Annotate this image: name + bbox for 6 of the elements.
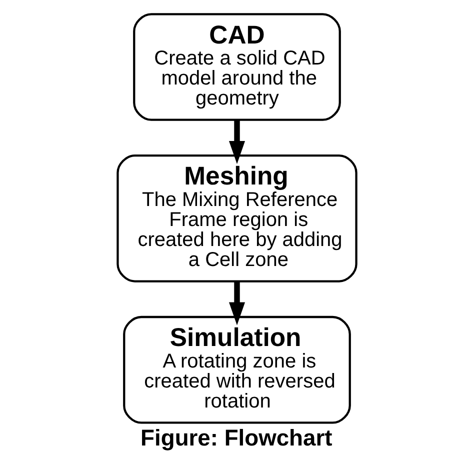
node-box: Meshing The Mixing Reference Frame region is created here by adding a Cell zone <box>116 154 358 282</box>
node-box: Simulation A rotating zone is created with reversed rotation <box>123 316 351 424</box>
arrow <box>228 282 246 326</box>
arrow <box>228 120 246 164</box>
node-box: CAD Create a solid CAD model around the geometry <box>133 13 341 121</box>
caption: Figure: Flowchart <box>140 424 332 450</box>
